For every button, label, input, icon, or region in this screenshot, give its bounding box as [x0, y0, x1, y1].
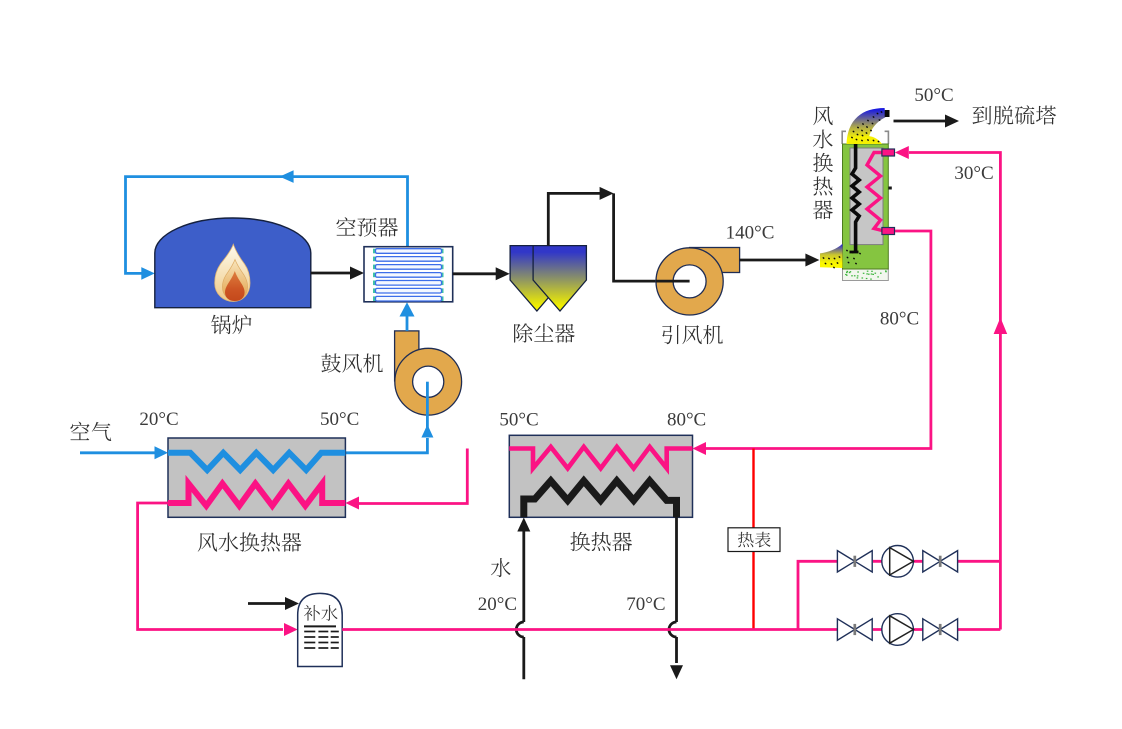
svg-text:80°C: 80°C [880, 309, 919, 330]
svg-text:50°C: 50°C [914, 85, 953, 106]
svg-text:50°C: 50°C [320, 409, 359, 430]
svg-text:80°C: 80°C [667, 410, 706, 431]
svg-text:30°C: 30°C [954, 163, 993, 184]
svg-text:50°C: 50°C [499, 410, 538, 431]
svg-text:140°C: 140°C [726, 223, 775, 244]
svg-text:20°C: 20°C [139, 409, 178, 430]
svg-text:70°C: 70°C [626, 594, 665, 615]
svg-text:20°C: 20°C [478, 594, 517, 615]
